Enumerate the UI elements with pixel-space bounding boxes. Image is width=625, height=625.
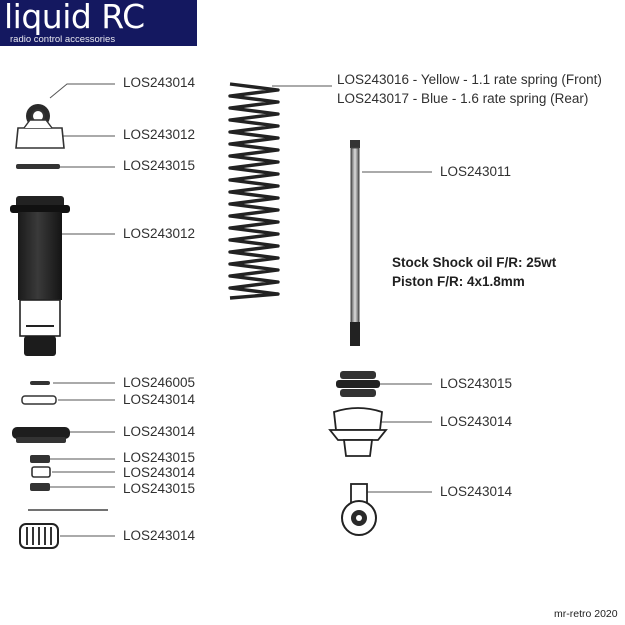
label-left-oring-top: LOS243015 [123, 158, 196, 173]
label-left-small-c: LOS243015 [123, 481, 196, 496]
top-oring [16, 164, 60, 169]
brand-logo: liquid RC radio control accessories [0, 0, 197, 46]
small-part-b [31, 466, 51, 478]
label-right-bellow: LOS243015 [440, 376, 513, 391]
label-shaft: LOS243011 [440, 164, 512, 179]
top-mount [328, 407, 388, 457]
label-right-top: LOS243014 [440, 414, 513, 429]
shock-body [10, 196, 70, 356]
label-spring-front: LOS243016 - Yellow - 1.1 rate spring (Fr… [337, 72, 602, 87]
rod-end [341, 483, 377, 536]
label-left-small-a: LOS243015 [123, 450, 196, 465]
label-left-cap-bottom: LOS243014 [123, 424, 196, 439]
credit-text: mr-retro 2020 [554, 608, 618, 620]
lock-nut [19, 523, 59, 549]
note-piston: Piston F/R: 4x1.8mm [392, 274, 525, 289]
washer [30, 381, 50, 385]
label-left-washer: LOS246005 [123, 375, 196, 390]
label-spring-rear: LOS243017 - Blue - 1.6 rate spring (Rear… [337, 91, 589, 106]
shock-shaft [350, 140, 360, 346]
label-left-cap: LOS243014 [123, 75, 196, 90]
label-left-small-b: LOS243014 [123, 465, 196, 480]
small-part-a [30, 455, 50, 463]
coil-spring [228, 82, 280, 300]
bottom-cap [12, 427, 70, 443]
note-shock-oil: Stock Shock oil F/R: 25wt [392, 255, 557, 270]
rubber-bellow [336, 371, 380, 397]
logo-tagline: radio control accessories [10, 34, 116, 45]
label-left-bracket: LOS243012 [123, 127, 196, 142]
label-left-nut: LOS243014 [123, 528, 196, 543]
thin-ring [21, 395, 57, 405]
label-left-ring: LOS243014 [123, 392, 196, 407]
top-bracket [15, 119, 65, 149]
label-right-end: LOS243014 [440, 484, 513, 499]
logo-text: liquid RC [4, 0, 145, 36]
label-left-body: LOS243012 [123, 226, 196, 241]
small-part-c [30, 483, 50, 491]
leader-lines [49, 83, 432, 537]
